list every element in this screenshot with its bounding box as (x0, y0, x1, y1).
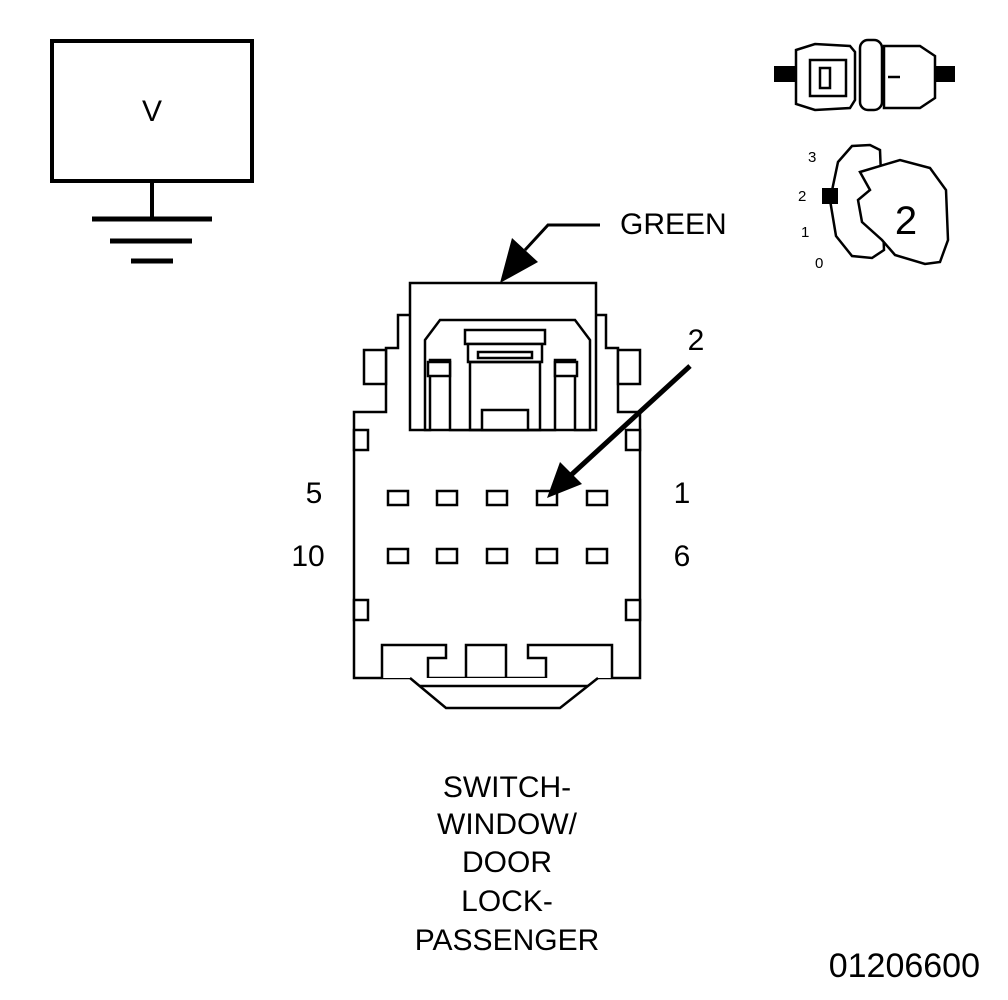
probe-position-3: 3 (808, 149, 816, 166)
caption-line: LOCK- (461, 885, 553, 918)
pin-cavities (386, 489, 609, 565)
cavity-5 (386, 489, 410, 507)
voltmeter-symbol (50, 39, 254, 264)
cavity-1 (585, 489, 609, 507)
caption-line: SWITCH- (443, 771, 571, 804)
cavity-3 (485, 489, 509, 507)
cavity-8 (485, 547, 509, 565)
voltmeter-box (50, 39, 254, 183)
probe-icon (774, 38, 955, 112)
caption-line: WINDOW/ (437, 808, 578, 841)
cavity-9 (435, 547, 459, 565)
probe-position-selected: 2 (895, 199, 917, 243)
caption-line: PASSENGER (415, 924, 600, 957)
pin-label-10: 10 (291, 540, 324, 573)
probe-position-2: 2 (798, 188, 806, 205)
pin-label-1: 1 (674, 477, 691, 510)
cavity-4 (435, 489, 459, 507)
pin-callout-label: 2 (688, 324, 705, 357)
pin-label-6: 6 (674, 540, 691, 573)
pin-callout-arrow (547, 364, 692, 498)
caption-line: DOOR (462, 846, 552, 879)
probe-position-1: 1 (801, 224, 809, 241)
position-indicator (822, 188, 838, 204)
probe-position-selector (822, 143, 950, 266)
probe-position-0: 0 (815, 255, 823, 272)
connector-body (352, 281, 642, 710)
figure-id: 01206600 (829, 947, 980, 985)
wire-color-leader (500, 223, 600, 283)
pin-label-5: 5 (306, 477, 323, 510)
cavity-6 (585, 547, 609, 565)
cavity-7 (535, 547, 559, 565)
cavity-10 (386, 547, 410, 565)
connector-caption: SWITCH- WINDOW/ DOOR LOCK- PASSENGER (415, 771, 600, 957)
voltmeter-label: V (142, 95, 162, 128)
wire-color-label: GREEN (620, 208, 727, 241)
